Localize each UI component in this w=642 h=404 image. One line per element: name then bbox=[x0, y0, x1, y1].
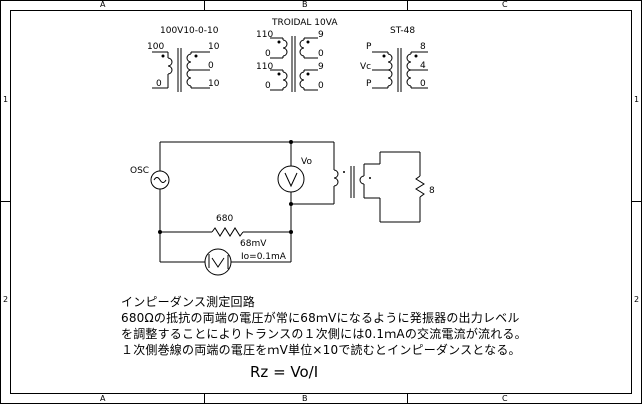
resistor-label: 680 bbox=[216, 214, 234, 224]
measurement-circuit bbox=[151, 142, 424, 275]
transformer-3-tap-right-top: 8 bbox=[420, 42, 426, 52]
transformer-1-tap-left-bottom: 0 bbox=[156, 79, 162, 89]
notes-line-2: を調整することによりトランスの１次側には0.1ｍAの交流電流が流れる。 bbox=[121, 327, 527, 341]
zone-label-bottom-b: B bbox=[302, 394, 308, 403]
load-resistor-symbol bbox=[416, 176, 424, 197]
transformer-2-symbol bbox=[270, 36, 318, 92]
transformer-3-title: ST-48 bbox=[390, 26, 416, 36]
inner-frame bbox=[11, 11, 632, 394]
osc-label: OSC bbox=[130, 166, 150, 176]
junction-dots bbox=[158, 140, 371, 234]
transformer-2-tap-left-3: 110 bbox=[256, 62, 274, 72]
zone-label-top-a: A bbox=[100, 0, 106, 9]
zone-label-right-1: 1 bbox=[634, 95, 640, 104]
zone-label-top-c: C bbox=[502, 0, 508, 9]
transformer-3-tap-right-bottom: 0 bbox=[420, 79, 426, 89]
transformer-3-tap-left-mid: Vc bbox=[360, 62, 372, 72]
meter-glyphs bbox=[209, 173, 297, 269]
transformer-1-symbol bbox=[152, 48, 210, 92]
impedance-formula: Rz = Vo/I bbox=[250, 363, 319, 381]
load-label: 8 bbox=[429, 186, 435, 196]
transformer-3-tap-left-top: P bbox=[366, 42, 372, 52]
transformer-1-title: 100V10-0-10 bbox=[160, 26, 219, 36]
transformer-3-tap-left-bottom: P bbox=[366, 79, 372, 89]
transformer-2-tap-left-2: 0 bbox=[265, 49, 271, 59]
transformer-2-tap-right-4: 0 bbox=[318, 81, 324, 91]
zone-label-top-b: B bbox=[302, 0, 308, 9]
transformer-3-tap-right-mid: 4 bbox=[420, 61, 426, 71]
notes-title: インピーダンス測定回路 bbox=[121, 295, 255, 309]
transformer-2-tap-right-2: 0 bbox=[318, 49, 324, 59]
zone-label-left-1: 1 bbox=[3, 95, 9, 104]
vo-label: Vo bbox=[301, 157, 312, 167]
resistor-680-symbol bbox=[212, 228, 243, 236]
transformer-3-symbol bbox=[372, 48, 428, 92]
zone-label-bottom-a: A bbox=[100, 394, 106, 403]
notes-line-1: 680Ωの抵抗の両端の電圧が常に68ｍVになるように発振器の出力レベル bbox=[121, 311, 520, 325]
transformer-2-tap-left-4: 0 bbox=[265, 81, 271, 91]
meter-label: 68mV bbox=[240, 239, 267, 249]
zone-label-left-2: 2 bbox=[3, 295, 9, 304]
transformer-1-tap-right-bottom: 10 bbox=[208, 79, 220, 89]
transformer-2-title: TROIDAL 10VA bbox=[272, 18, 338, 28]
transformer-2-tap-right-3: 9 bbox=[318, 62, 324, 72]
transformer-1-tap-left-top: 100 bbox=[147, 42, 165, 52]
transformer-1-tap-right-top: 10 bbox=[208, 42, 220, 52]
current-label: Io=0.1mA bbox=[241, 252, 286, 262]
voltmeter-vo-symbol bbox=[278, 166, 304, 192]
zone-label-bottom-c: C bbox=[502, 394, 508, 403]
transformer-2-tap-right-1: 9 bbox=[318, 30, 324, 40]
transformer-1-tap-right-mid: 0 bbox=[208, 61, 214, 71]
zone-label-right-2: 2 bbox=[634, 295, 640, 304]
notes-line-3: １次側巻線の両端の電圧をｍV単位×10で読むとインピーダンスとなる。 bbox=[121, 343, 521, 357]
transformer-2-tap-left-1: 110 bbox=[256, 30, 274, 40]
